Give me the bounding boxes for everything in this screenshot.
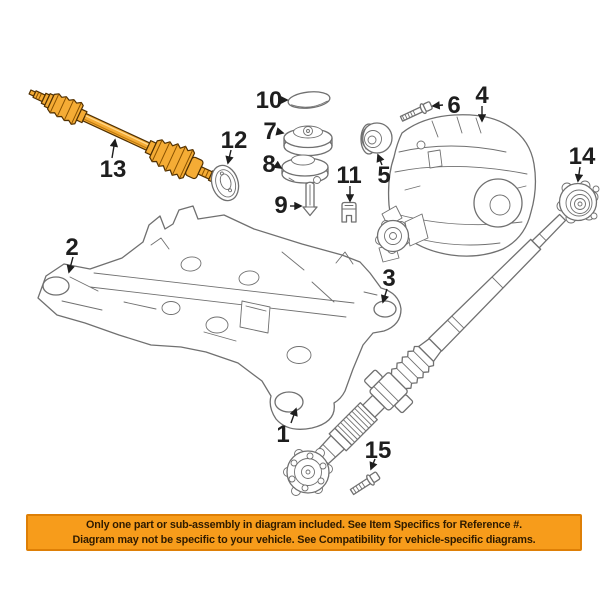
part-label-14: 14 [569,143,596,170]
bushing-part [360,122,393,155]
arrow-2 [66,256,75,274]
part-label-2: 2 [65,234,78,261]
shield-disc-part [210,164,240,202]
axle-shaft-part [28,89,218,183]
part-label-12: 12 [221,127,248,154]
arrow-7 [275,127,285,136]
mount-bolt-part [302,181,318,217]
part-label-1: 1 [276,421,289,448]
part-label-5: 5 [377,162,390,189]
part-label-6: 6 [447,92,460,119]
part-label-13: 13 [100,156,127,183]
disclaimer-line-1: Only one part or sub-assembly in diagram… [86,519,522,531]
part-label-4: 4 [475,82,489,109]
upper-isolator-part [283,125,333,157]
bolt-part [399,101,433,122]
disclaimer-banner: Only one part or sub-assembly in diagram… [26,514,582,551]
retainer-clip-part [341,201,357,223]
driveshaft-part [283,213,567,496]
rear-crossmember-part [37,205,402,430]
callout-arrows [66,95,584,471]
cap-part [287,91,331,109]
part-label-9: 9 [274,192,287,219]
arrow-8 [273,160,283,169]
arrow-12 [225,149,234,165]
driveshaft-flange [283,448,333,496]
flange-bolt-part [349,471,381,496]
lower-isolator-part [281,154,329,184]
callout-labels: 1 2 3 4 5 6 7 8 9 10 11 12 13 14 15 [65,82,596,464]
arrow-13 [109,138,119,159]
arrow-3 [380,288,389,304]
arrow-1 [289,407,298,424]
part-label-15: 15 [365,437,392,464]
coupling-part [556,180,600,224]
part-label-3: 3 [382,265,395,292]
part-label-8: 8 [262,151,275,178]
arrow-5 [376,153,385,166]
disclaimer-line-2: Diagram may not be specific to your vehi… [72,534,536,546]
differential-part [375,114,537,263]
arrow-14 [574,166,584,183]
part-label-11: 11 [336,162,361,189]
arrow-15 [369,458,378,471]
part-label-10: 10 [256,87,283,114]
part-label-7: 7 [263,118,276,145]
arrow-6 [431,101,444,110]
